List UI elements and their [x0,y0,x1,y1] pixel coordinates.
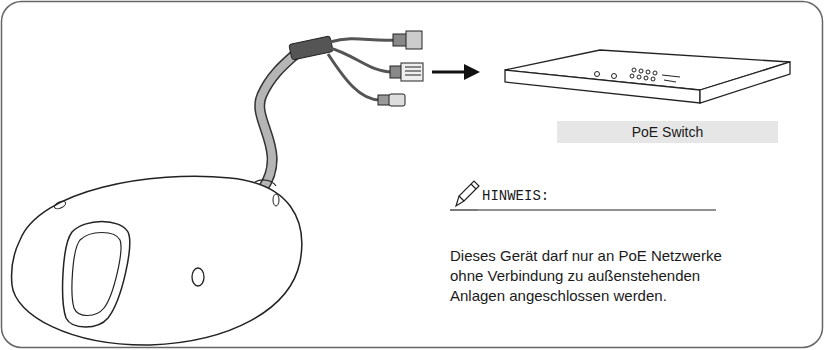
label-box: PoE Switch [557,121,778,143]
camera-sensor [192,268,204,286]
switch-side [700,62,790,103]
arrow [432,71,466,74]
note-rule [478,210,716,211]
cable-splitter [289,36,333,60]
cable [260,50,300,190]
rj45-plug [401,63,423,81]
connector [393,34,407,46]
rj45-plug [390,66,402,78]
wire [330,39,395,42]
dc-plug [389,94,405,106]
cable-outline [260,50,300,190]
connector [406,31,422,49]
note-heading: HINWEIS: [482,187,682,205]
camera-window [63,222,130,328]
dc-plug [378,95,390,105]
wire [328,54,380,100]
box-label: PoE Switch [632,124,704,140]
arrowhead [464,64,480,80]
note-icon [450,181,479,210]
switch-front [505,70,700,103]
dome-camera [11,176,301,345]
switch-ports [630,68,680,82]
note-text: Dieses Gerät darf nur an PoE Netzwerke o… [450,246,732,306]
